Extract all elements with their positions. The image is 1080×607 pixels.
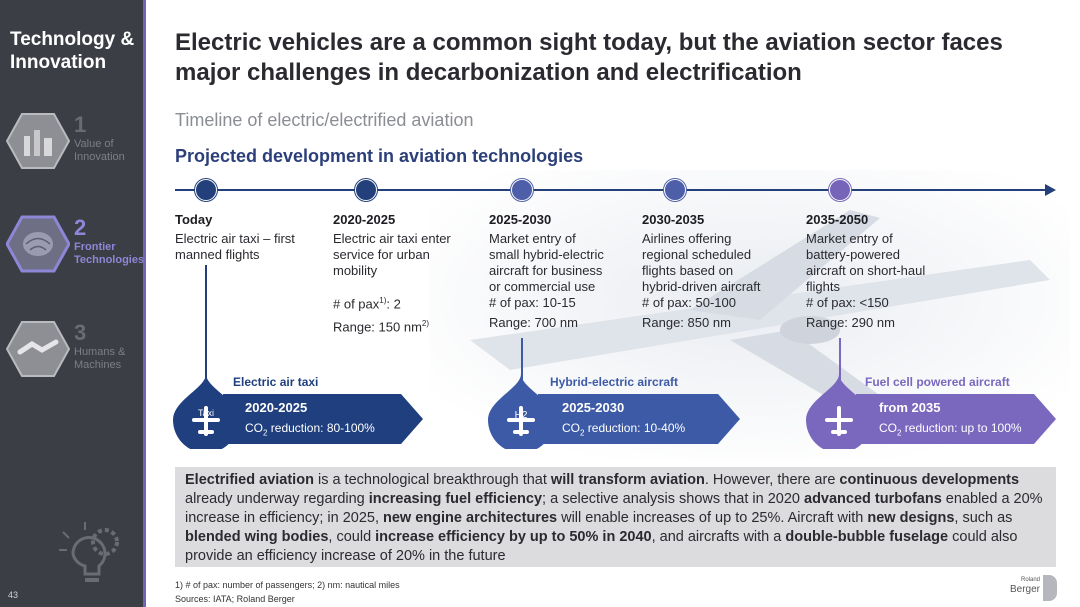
sidebar-item-number: 1 — [74, 112, 87, 137]
handshake-icon — [6, 321, 70, 377]
timeline-marker-2030-2035 — [664, 179, 686, 201]
timeline-marker-2025-2030 — [511, 179, 533, 201]
sidebar-title: Technology & Innovation — [10, 29, 135, 73]
sidebar-item-humans-machines[interactable]: 3 Humans &Machines — [6, 320, 146, 390]
timeline-axis — [175, 189, 1045, 191]
summary-segment: , such as — [954, 510, 1013, 526]
milestone-hybrid-electric-aircraft: H2 — [488, 374, 740, 449]
summary-segment: blended wing bodies — [185, 529, 329, 545]
timeline-year: Today — [175, 212, 213, 227]
summary-text: Electrified aviation is a technological … — [185, 471, 1047, 566]
milestone-electric-air-taxi: Taxi — [173, 374, 423, 449]
timeline-year: 2035-2050 — [806, 212, 869, 227]
connector-line — [521, 338, 523, 386]
summary-box: Electrified aviation is a technological … — [175, 467, 1056, 567]
section-title: Projected development in aviation techno… — [175, 146, 584, 166]
timeline-year: 2020-2025 — [333, 212, 396, 227]
connector-line — [839, 338, 841, 386]
page-title: Electric vehicles are a common sight tod… — [175, 29, 1003, 86]
connector-line — [205, 265, 207, 385]
industry-icon — [6, 113, 70, 169]
summary-segment: , could — [328, 529, 376, 545]
summary-segment: new designs — [867, 510, 955, 526]
sidebar-accent-bar — [143, 0, 146, 607]
timeline-marker-today — [195, 179, 217, 201]
milestone-banner-text: from 2035 CO2 reduction: up to 100% — [879, 400, 1022, 438]
sidebar-item-number: 2 — [74, 215, 87, 240]
summary-segment: , and aircrafts with a — [651, 529, 786, 545]
brain-icon — [6, 215, 70, 273]
summary-segment: advanced turbofans — [804, 491, 942, 507]
milestone-icon-label: H2 — [515, 410, 528, 421]
milestone-title: Fuel cell powered aircraft — [865, 375, 1010, 389]
range-value: Range: 700 nm — [489, 315, 578, 330]
sources: Sources: IATA; Roland Berger — [175, 594, 295, 604]
milestone-icon-label: Taxi — [198, 408, 214, 418]
milestone-banner-text: 2025-2030 CO2 reduction: 10-40% — [562, 400, 686, 438]
summary-segment: enabled a 20% increase in efficiency; in… — [185, 491, 1043, 526]
range-value: Range: 290 nm — [806, 315, 895, 330]
summary-segment: double-bubble fuselage — [785, 529, 949, 545]
footnote: 1) # of pax: number of passengers; 2) nm… — [175, 580, 400, 590]
page-number: 43 — [8, 590, 19, 600]
sidebar-item-label: Humans &Machines — [74, 346, 126, 371]
milestone-banner-text: 2020-2025 CO2 reduction: 80-100% — [245, 400, 375, 438]
milestone-title: Hybrid-electric aircraft — [550, 375, 679, 389]
summary-segment: increasing fuel efficiency — [368, 491, 543, 507]
pax-count: # of pax: 10-15 — [489, 295, 576, 310]
summary-segment: will transform aviation — [550, 472, 705, 488]
milestone-fuel-cell-aircraft — [806, 374, 1056, 449]
roland-berger-logo: Roland Berger — [1010, 575, 1060, 603]
summary-segment: increase efficiency by up to 50% in 2040 — [375, 529, 652, 545]
summary-segment: ; a selective analysis shows that in 202… — [542, 491, 804, 507]
timeline-year: 2025-2030 — [489, 212, 552, 227]
timeline-marker-2035-2050 — [829, 179, 851, 201]
milestone-title: Electric air taxi — [233, 375, 319, 389]
pax-count: # of pax: 50-100 — [642, 295, 736, 310]
timeline-marker-2020-2025 — [355, 179, 377, 201]
summary-segment: new engine architectures — [383, 510, 558, 526]
summary-segment: is a technological breakthrough that — [313, 472, 551, 488]
pax-count: # of pax: <150 — [806, 295, 889, 310]
lightbulb-gear-icon — [59, 522, 119, 582]
pax-count: # of pax1): 2 — [333, 296, 401, 312]
summary-segment: will enable increases of up to 25%. Airc… — [557, 510, 868, 526]
timeline-arrow — [1045, 184, 1056, 196]
range-value: Range: 850 nm — [642, 315, 731, 330]
sidebar-item-number: 3 — [74, 320, 87, 345]
summary-segment: could also provide an efficiency increas… — [185, 529, 1018, 564]
summary-segment: . However, there are — [704, 472, 840, 488]
summary-segment: already underway regarding — [185, 491, 369, 507]
summary-segment: Electrified aviation — [185, 472, 314, 488]
timeline-year: 2030-2035 — [642, 212, 705, 227]
summary-segment: continuous developments — [839, 472, 1020, 488]
page-subtitle: Timeline of electric/electrified aviatio… — [175, 110, 474, 130]
range-value: Range: 150 nm2) — [333, 319, 430, 335]
